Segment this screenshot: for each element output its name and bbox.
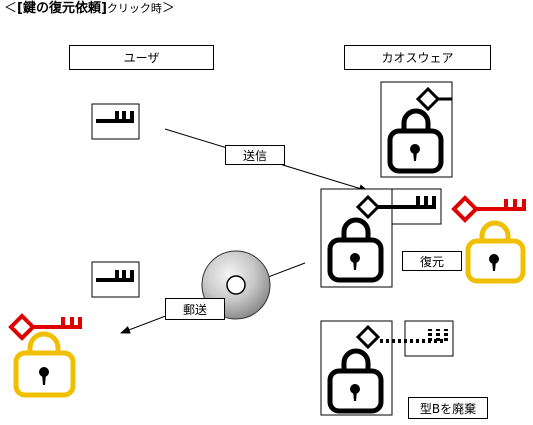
page-title: ＜[鍵の復元依頼]クリック時＞ bbox=[4, 1, 175, 17]
title-suffix: ＞ bbox=[161, 1, 175, 16]
vendor-lock-bottom bbox=[320, 320, 393, 416]
send-label: 送信 bbox=[225, 145, 285, 165]
vendor-merged-card bbox=[320, 188, 393, 288]
user-lock-yellow bbox=[13, 331, 76, 398]
discarded-key-card bbox=[380, 320, 454, 357]
discard-label: 型Bを廃棄 bbox=[408, 397, 488, 419]
title-prefix: ＜ bbox=[4, 1, 18, 16]
vendor-header: カオスウェア bbox=[344, 45, 491, 70]
mail-label: 郵送 bbox=[165, 298, 225, 320]
user-key-red bbox=[8, 313, 82, 341]
title-bold: [鍵の復元依頼] bbox=[17, 1, 107, 16]
user-header: ユーザ bbox=[69, 45, 214, 70]
restore-label: 復元 bbox=[402, 251, 462, 271]
user-key-card-received bbox=[91, 261, 140, 298]
vendor-lock-top bbox=[380, 81, 453, 178]
title-normal: クリック時 bbox=[106, 2, 162, 15]
restored-key-red bbox=[451, 195, 526, 223]
vendor-reassembled-key bbox=[355, 194, 436, 220]
user-key-card-top bbox=[91, 103, 140, 140]
restored-lock-yellow bbox=[465, 220, 526, 284]
